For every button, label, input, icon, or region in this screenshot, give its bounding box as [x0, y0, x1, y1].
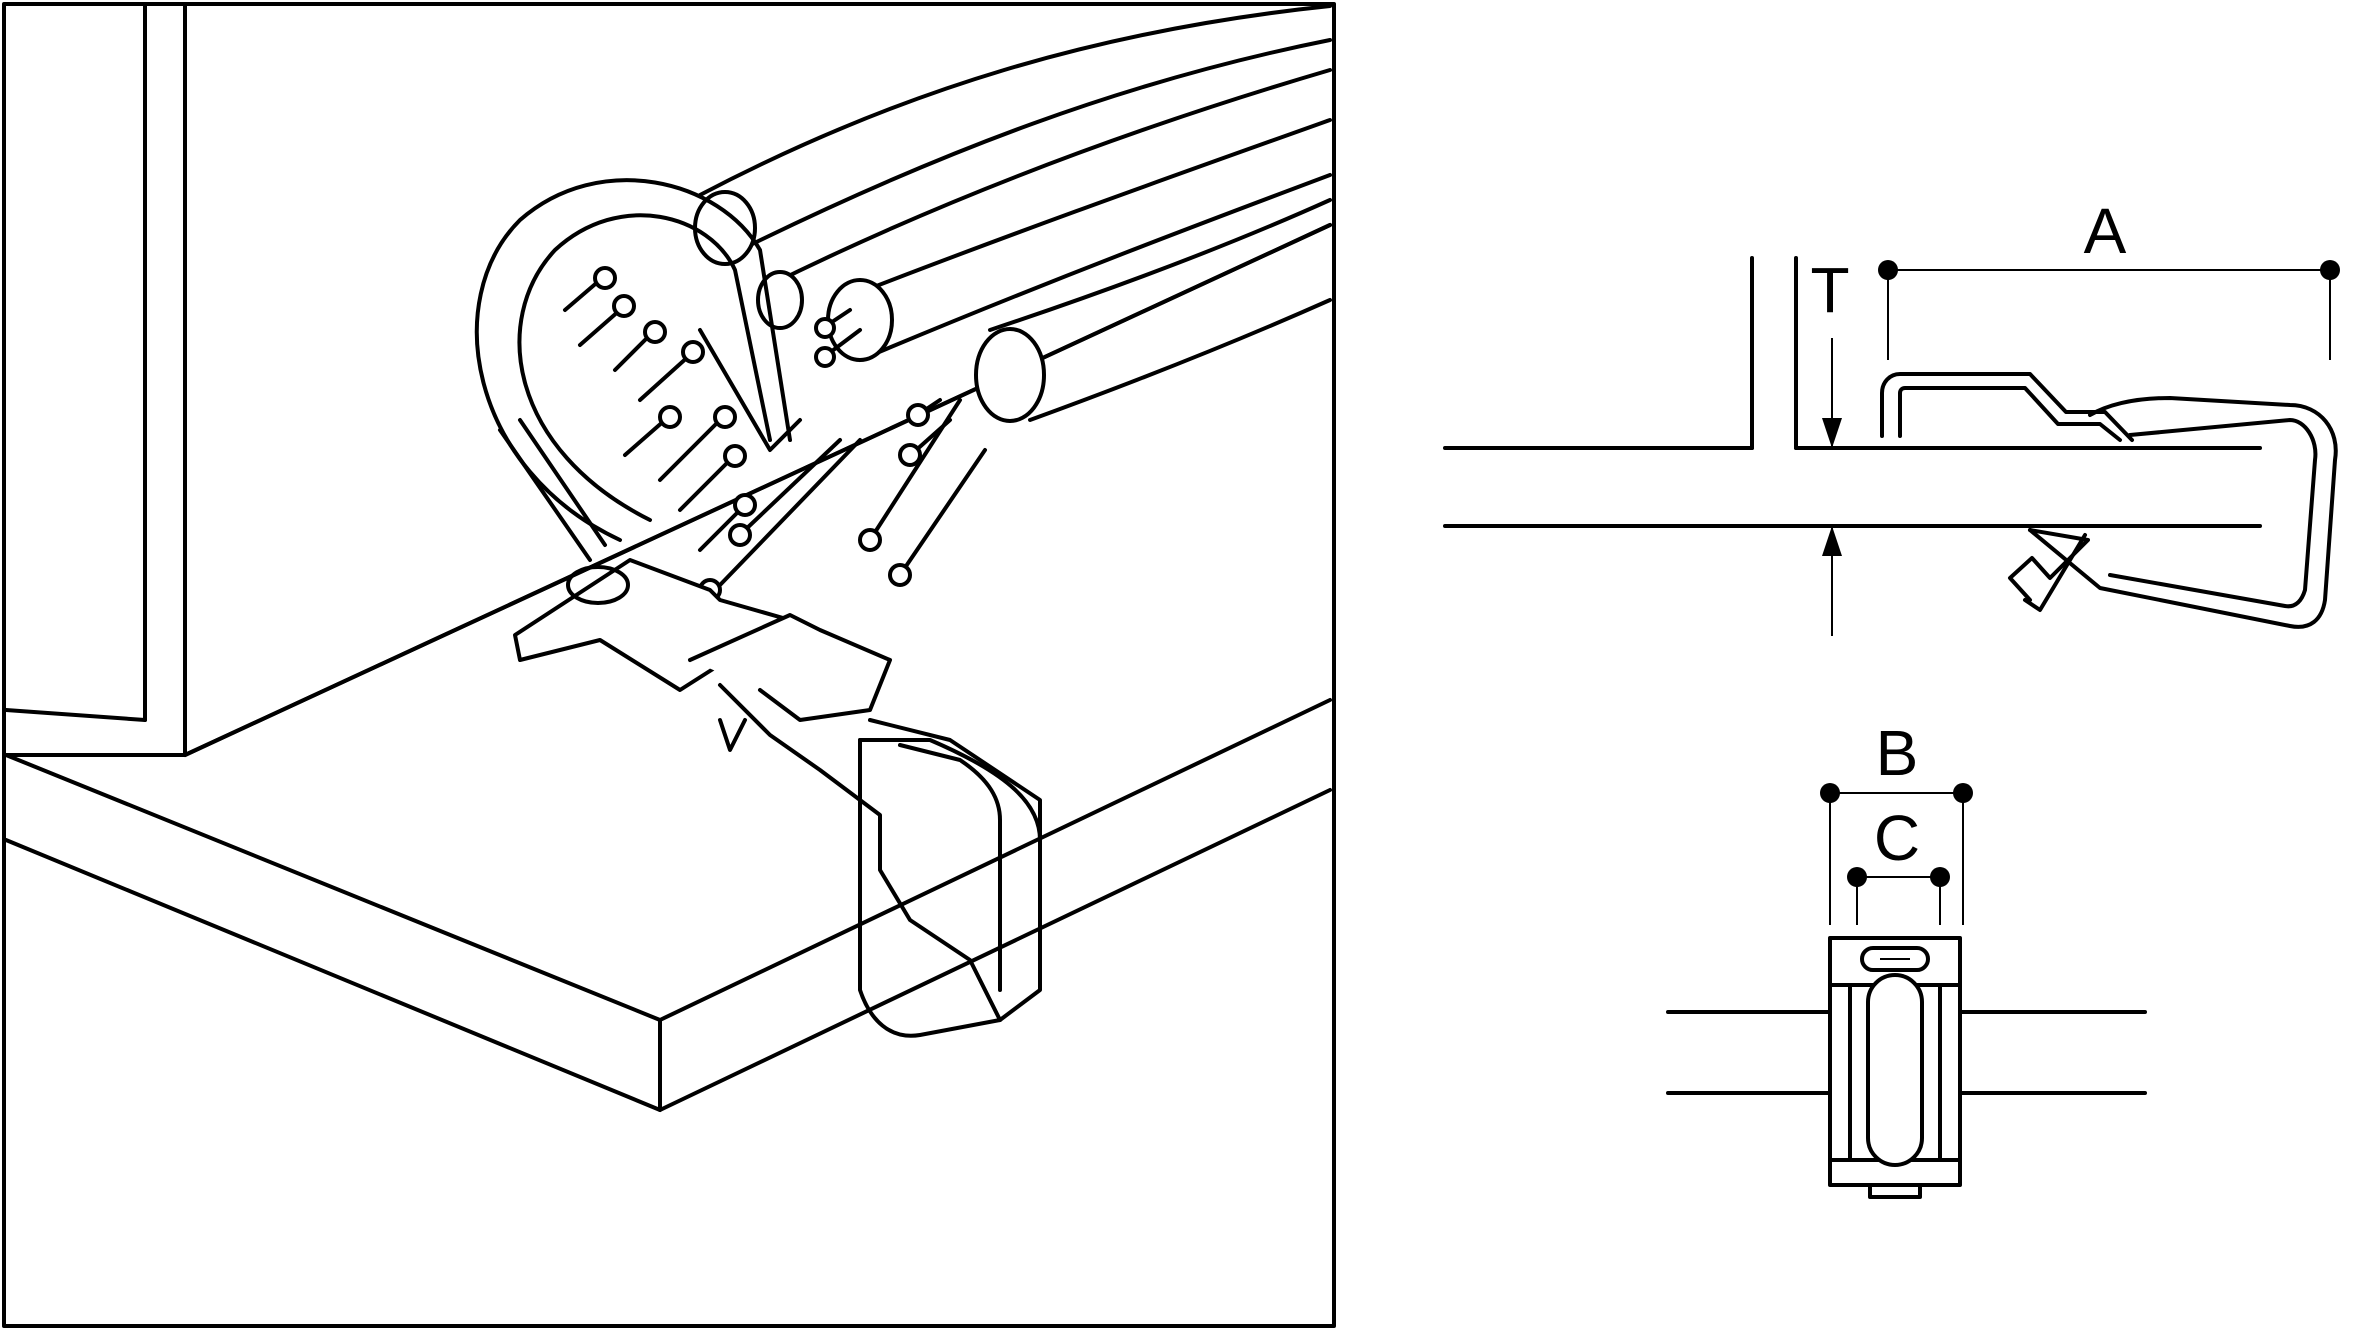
clip-profile-top	[1880, 372, 2134, 442]
side-section-view: A T	[1443, 195, 2340, 636]
cable-tie	[474, 178, 802, 562]
edge-clip	[513, 558, 1042, 1038]
clip-tail	[2023, 533, 2087, 612]
dimension-A: A	[1878, 195, 2340, 360]
label-C: C	[1874, 802, 1920, 874]
label-A: A	[2084, 195, 2127, 267]
cable-bundle	[693, 4, 1332, 423]
dimension-C: C	[1847, 802, 1950, 925]
dimension-B: B	[1820, 717, 1973, 925]
clip-channel	[1866, 973, 1924, 1167]
clip-spring-outer	[2028, 396, 2338, 629]
dimension-T: T	[1810, 254, 1850, 636]
panel-frame	[2, 2, 1336, 1328]
mounting-panel	[4, 223, 1332, 1112]
label-B: B	[1876, 717, 1919, 789]
individual-wires	[563, 266, 987, 602]
clip-slot	[1860, 946, 1930, 972]
label-T: T	[1810, 254, 1849, 326]
isometric-view-panel	[2, 2, 1336, 1328]
top-view: B C	[1666, 717, 2147, 1199]
clip-spring-inner	[2108, 418, 2318, 609]
